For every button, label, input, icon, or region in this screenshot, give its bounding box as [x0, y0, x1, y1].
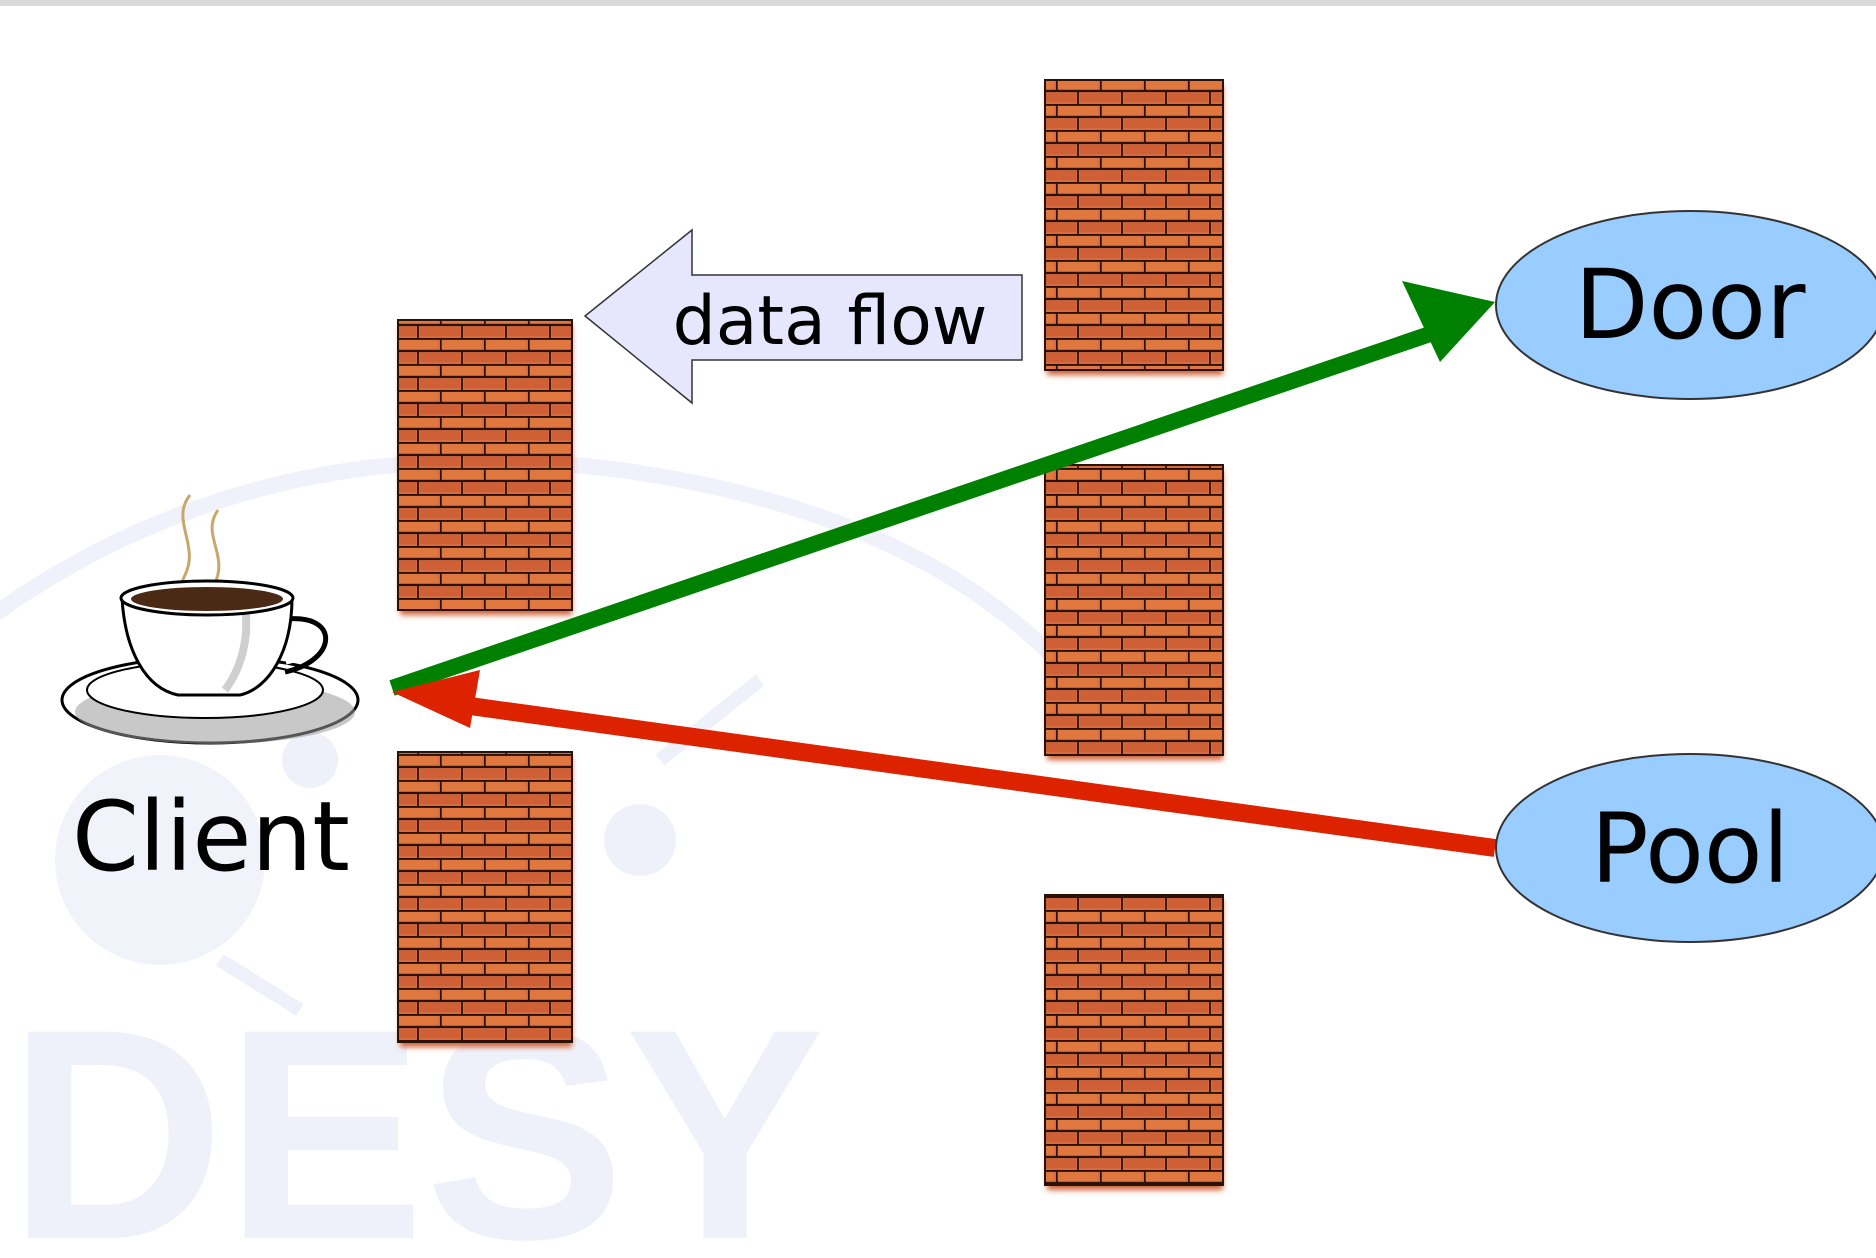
- pool-to-client-arrow: [392, 670, 1497, 857]
- data-flow-arrow: data flow: [583, 228, 1023, 405]
- client-to-door-arrow: [389, 281, 1495, 696]
- brick-wall-icon: [397, 319, 573, 615]
- firewall-left-bottom: [397, 751, 573, 1047]
- door-label: Door: [1575, 249, 1806, 361]
- brick-wall-icon: [1044, 894, 1224, 1190]
- top-border: [0, 0, 1876, 6]
- coffee-cup-icon: [60, 494, 360, 745]
- firewall-right-bottom: [1044, 894, 1224, 1190]
- firewall-right-middle: [1044, 464, 1224, 760]
- pool-label: Pool: [1591, 793, 1790, 905]
- data-flow-label: data flow: [673, 282, 988, 361]
- brick-wall-icon: [1044, 464, 1224, 760]
- client-node: Client: [60, 494, 360, 893]
- brick-wall-icon: [397, 751, 573, 1047]
- firewall-right-top: [1044, 79, 1224, 375]
- door-node: Door: [1495, 210, 1876, 400]
- client-label: Client: [72, 781, 350, 893]
- firewall-left-top: [397, 319, 573, 615]
- pool-node: Pool: [1495, 753, 1876, 943]
- desy-watermark: DESY: [0, 452, 1127, 1258]
- brick-wall-icon: [1044, 79, 1224, 375]
